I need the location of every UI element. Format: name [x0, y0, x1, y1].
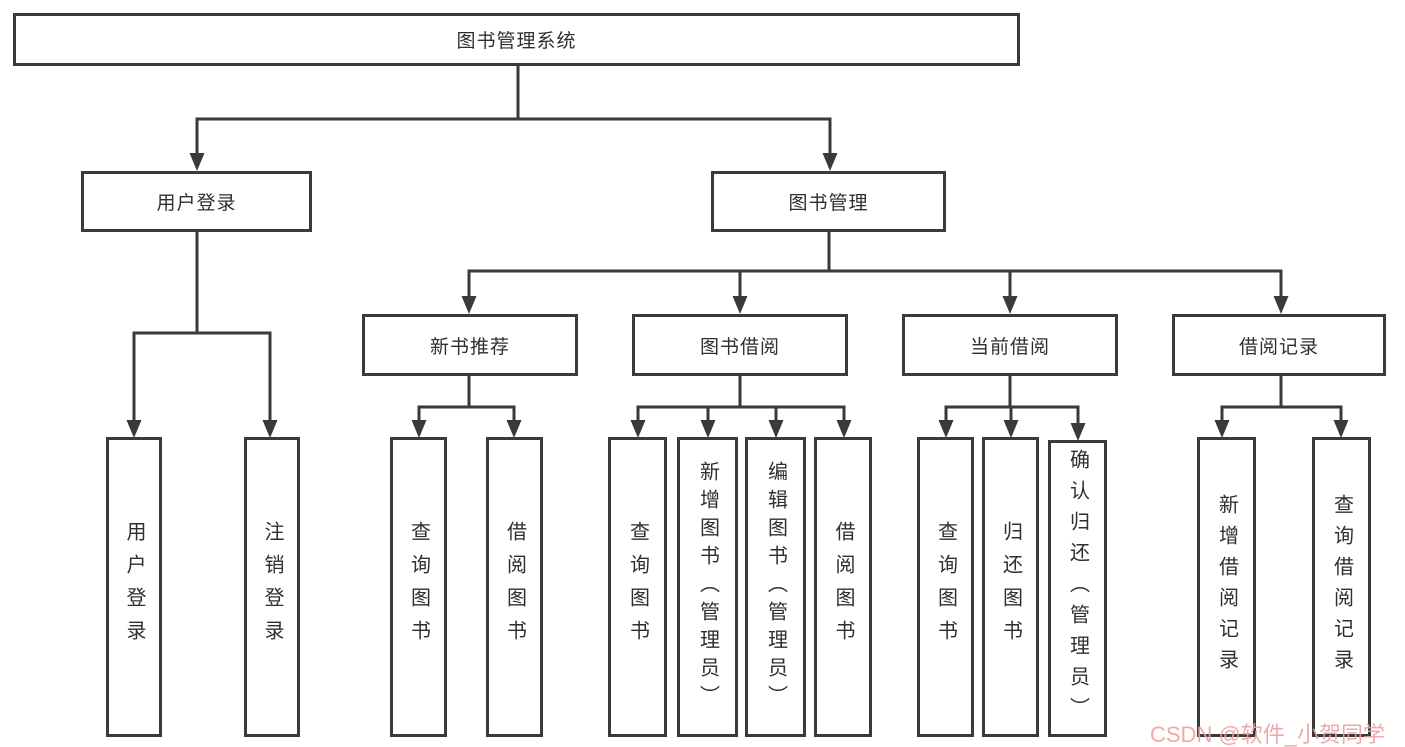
- leaf-label: 查询图书: [626, 521, 649, 653]
- leaf-label: 新增图书（管理员）: [696, 461, 719, 713]
- leaf-label: 新增借阅记录: [1215, 494, 1238, 680]
- leaf-label: 编辑图书（管理员）: [764, 461, 787, 713]
- leaf-add-borrow-record: 新增借阅记录: [1197, 437, 1256, 737]
- leaf-logout-login: 注销登录: [244, 437, 300, 737]
- leaf-query-borrow-record: 查询借阅记录: [1312, 437, 1371, 737]
- leaf-label: 确认归还（管理员）: [1066, 449, 1089, 728]
- node-label: 图书管理: [788, 193, 869, 214]
- leaf-label: 借阅图书: [832, 521, 854, 653]
- leaf-label: 查询图书: [407, 521, 430, 653]
- leaf-label: 用户登录: [123, 521, 145, 653]
- leaf-label: 借阅图书: [503, 521, 526, 653]
- leaf-label: 查询图书: [934, 521, 957, 653]
- node-label: 当前借阅: [969, 336, 1050, 358]
- node-label: 图书借阅: [699, 336, 780, 358]
- leaf-add-books-admin: 新增图书（管理员）: [677, 437, 738, 737]
- node-book-management: 图书管理: [711, 171, 946, 232]
- node-library-management-system: 图书管理系统: [13, 13, 1020, 66]
- node-label: 图书管理系统: [456, 31, 577, 52]
- leaf-label: 归还图书: [999, 521, 1022, 653]
- node-label: 借阅记录: [1238, 336, 1319, 358]
- leaf-query-books-recommend: 查询图书: [390, 437, 447, 737]
- node-label: 用户登录: [156, 193, 237, 214]
- node-borrow-records: 借阅记录: [1172, 314, 1386, 376]
- leaf-borrow-books-recommend: 借阅图书: [486, 437, 543, 737]
- leaf-label: 注销登录: [261, 521, 283, 653]
- leaf-return-books: 归还图书: [982, 437, 1039, 737]
- leaf-query-books-current: 查询图书: [917, 437, 974, 737]
- leaf-confirm-return-admin: 确认归还（管理员）: [1048, 440, 1107, 737]
- node-new-book-recommend: 新书推荐: [362, 314, 578, 376]
- node-current-borrow: 当前借阅: [902, 314, 1118, 376]
- leaf-borrow-books-borrow: 借阅图书: [814, 437, 872, 737]
- leaf-user-login: 用户登录: [106, 437, 162, 737]
- leaf-label: 查询借阅记录: [1330, 494, 1353, 680]
- node-label: 新书推荐: [429, 336, 510, 358]
- leaf-query-books-borrow: 查询图书: [608, 437, 667, 737]
- node-user-login: 用户登录: [81, 171, 312, 232]
- watermark: CSDN @软件_小贺同学: [1150, 722, 1386, 747]
- leaf-edit-books-admin: 编辑图书（管理员）: [745, 437, 806, 737]
- node-book-borrow: 图书借阅: [632, 314, 848, 376]
